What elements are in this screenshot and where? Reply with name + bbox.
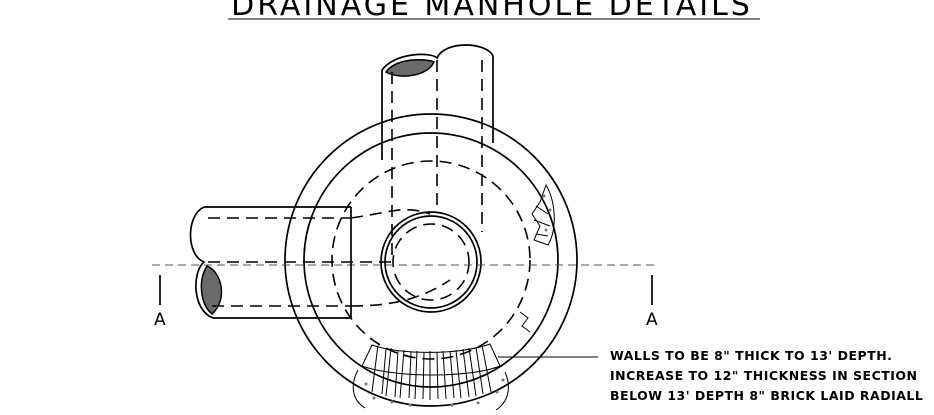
wall-note-line-1: WALLS TO BE 8" THICK TO 13' DEPTH. [610,348,892,363]
concrete-texture-right [519,183,555,333]
base-dashed-circle [331,160,531,360]
left-inlet-pipe [189,206,451,319]
wall-note-line-3: BELOW 13' DEPTH 8" BRICK LAID RADIALL [610,388,923,403]
riser-inner-circle [384,215,478,309]
riser-dashed-circle [392,223,470,301]
wall-note-line-2: INCREASE TO 12" THICKNESS IN SECTION [610,368,918,383]
top-inlet-pipe [381,44,494,260]
section-label-right: A [646,310,658,330]
inner-wall-circle [303,132,559,388]
brick-wall-section [352,343,509,411]
outer-wall-circle [284,113,578,407]
section-label-left: A [154,310,166,330]
riser-outer-circle [380,211,482,313]
drawing-title: DRAINAGE MANHOLE DETAILS [231,0,753,23]
